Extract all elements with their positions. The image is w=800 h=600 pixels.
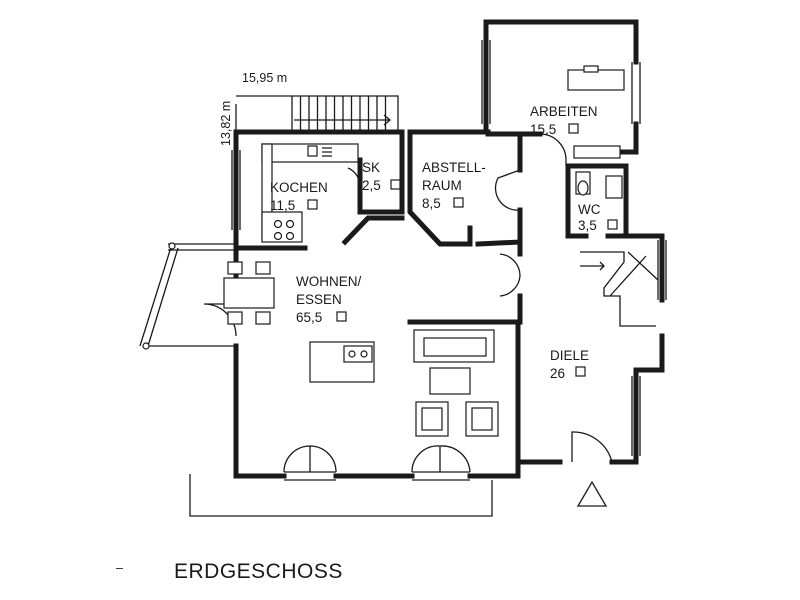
plan-title: ERDGESCHOSS <box>174 560 343 583</box>
svg-text:11,5: 11,5 <box>270 198 295 213</box>
doors <box>203 133 613 473</box>
room-label-wohnen-essen: WOHNEN/ ESSEN 65,5 <box>296 274 361 325</box>
svg-text:SK: SK <box>362 160 380 175</box>
svg-text:15,5: 15,5 <box>530 122 556 137</box>
svg-text:3,5: 3,5 <box>578 218 597 233</box>
terrace <box>139 242 493 517</box>
svg-text:WOHNEN/: WOHNEN/ <box>296 274 361 289</box>
kitchen-island <box>309 341 375 383</box>
sofa-group <box>413 329 499 437</box>
svg-text:ESSEN: ESSEN <box>296 292 342 307</box>
svg-text:KOCHEN: KOCHEN <box>270 180 328 195</box>
svg-text:ARBEITEN: ARBEITEN <box>530 104 598 119</box>
diele-stair <box>580 251 659 327</box>
desk <box>567 65 625 159</box>
depth-dimension: 13,82 m <box>219 101 233 146</box>
svg-text:8,5: 8,5 <box>422 196 441 211</box>
svg-text:WC: WC <box>578 202 601 217</box>
wc-fixtures <box>575 171 623 199</box>
svg-text:DIELE: DIELE <box>550 348 589 363</box>
entrance-marker-icon <box>576 480 608 507</box>
room-label-wc: WC 3,5 <box>578 202 618 233</box>
room-label-arbeiten: ARBEITEN 15,5 <box>530 104 598 137</box>
windows <box>231 40 667 481</box>
svg-text:ABSTELL-: ABSTELL- <box>422 160 486 175</box>
svg-text:26: 26 <box>550 366 565 381</box>
walls <box>233 19 665 479</box>
svg-text:2,5: 2,5 <box>362 178 381 193</box>
stair <box>235 95 399 132</box>
room-label-abstellraum: ABSTELL- RAUM 8,5 <box>422 160 486 211</box>
width-dimension: 15,95 m <box>242 71 287 85</box>
room-label-kochen: KOCHEN 11,5 <box>270 180 328 213</box>
footer-mark: – <box>116 561 123 575</box>
room-label-diele: DIELE 26 <box>550 348 589 381</box>
svg-text:65,5: 65,5 <box>296 310 322 325</box>
kitchen-fixtures <box>261 143 359 243</box>
svg-text:RAUM: RAUM <box>422 178 462 193</box>
room-label-sk: SK 2,5 <box>362 160 401 193</box>
dining-set <box>223 261 275 325</box>
